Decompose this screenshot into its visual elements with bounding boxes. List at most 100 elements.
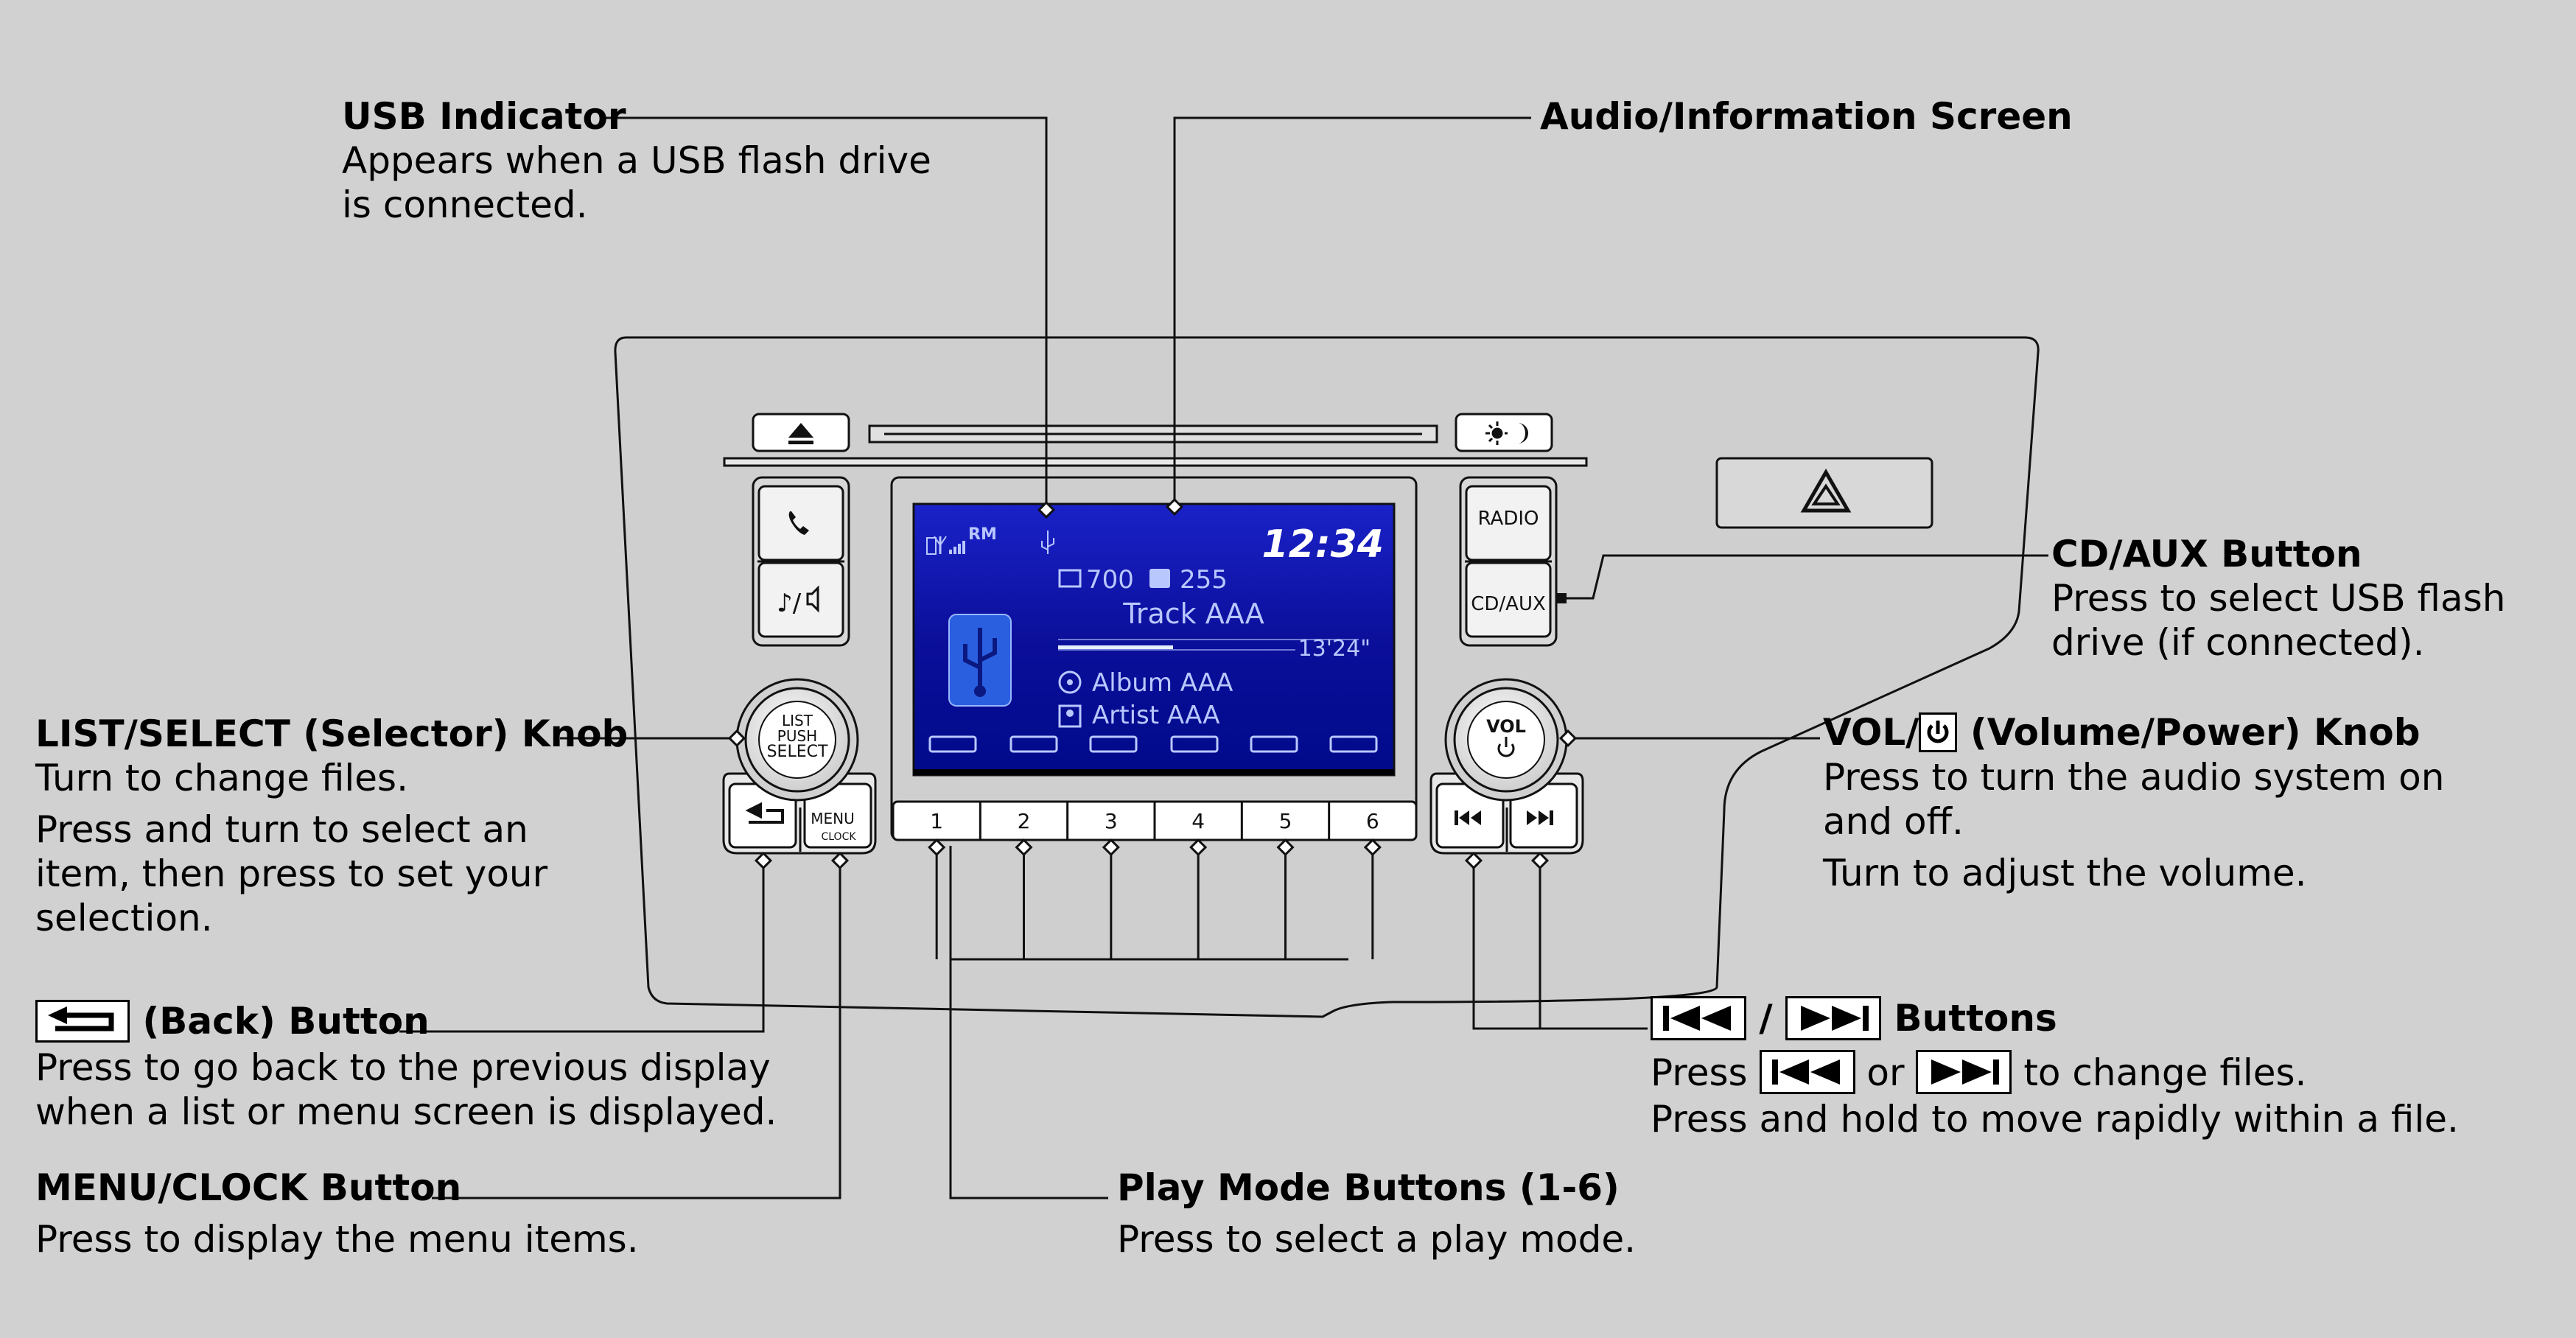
skip-back-symbol-icon	[1663, 1005, 1731, 1031]
skip-desc-tail: to change files.	[2012, 1051, 2307, 1094]
cd-aux-title: CD/AUX Button	[2051, 533, 2362, 575]
radio-button	[1465, 485, 1552, 561]
list-select-desc-3: item, then press to set your	[35, 852, 548, 895]
menu-clock-desc-1: Press to display the menu items.	[35, 1218, 639, 1261]
power-symbol-icon	[1927, 720, 1949, 743]
cd-aux-callout: CD/AUX Button Press to select USB flash …	[2051, 532, 2505, 665]
cd-aux-desc-1: Press to select USB flash	[2051, 577, 2506, 620]
list-select-title: LIST/SELECT (Selector) Knob	[35, 712, 629, 755]
back-symbol-icon	[48, 1006, 114, 1031]
hazard-triangle-icon	[1800, 468, 1852, 513]
radio-label: RADIO	[1478, 508, 1539, 530]
screen-softkeys	[928, 735, 1378, 753]
usb-indicator-title: USB Indicator	[342, 95, 626, 138]
preset-button-1[interactable]: 1	[930, 809, 943, 833]
skip-buttons-callout: / Buttons Press or to change files. Pres…	[1651, 995, 2459, 1141]
clock-label: CLOCK	[821, 831, 856, 843]
usb-indicator-callout: USB Indicator Appears when a USB flash d…	[342, 94, 931, 227]
back-title-suffix: (Back) Button	[130, 1000, 430, 1043]
skip-back-inline-box	[1759, 1050, 1855, 1094]
preset-dot-2	[1015, 838, 1033, 857]
day-night-icon	[1485, 421, 1508, 445]
preset-button-3[interactable]: 3	[1105, 809, 1118, 833]
audio-screen-callout: Audio/Information Screen	[1540, 94, 2073, 139]
folder-icon	[1058, 569, 1082, 588]
list-select-desc-1: Turn to change files.	[35, 757, 408, 799]
menu-clock-callout: MENU/CLOCK Button Press to display the m…	[35, 1166, 639, 1261]
screen-folder-count: 700	[1086, 565, 1134, 595]
screen-album: Album AAA	[1092, 668, 1233, 698]
music-button	[757, 561, 844, 638]
vol-desc-3: Turn to adjust the volume.	[1823, 851, 2307, 894]
back-symbol-box	[35, 999, 130, 1043]
preset-dot-3	[1102, 838, 1120, 857]
skip-desc-or: or	[1855, 1051, 1917, 1094]
screen-clock: 12:34	[1261, 522, 1384, 567]
list-select-callout: LIST/SELECT (Selector) Knob Turn to chan…	[35, 712, 628, 940]
music-mute-icon: ♪/	[777, 585, 819, 618]
screen-track-count: 255	[1180, 565, 1228, 595]
eject-icon	[788, 423, 813, 438]
vol-callout: VOL/ (Volume/Power) Knob Press to turn t…	[1823, 710, 2444, 895]
skip-forward-inline-box	[1916, 1050, 2012, 1094]
audio-screen-title: Audio/Information Screen	[1540, 95, 2073, 138]
leader-lines	[399, 116, 2048, 1199]
preset-button-6[interactable]: 6	[1366, 809, 1379, 833]
preset-button-2[interactable]: 2	[1018, 809, 1031, 833]
preset-button-4[interactable]: 4	[1191, 809, 1205, 833]
cd-aux-label: CD/AUX	[1471, 593, 1546, 615]
play-mode-callout: Play Mode Buttons (1-6) Press to select …	[1117, 1166, 1636, 1261]
list-select-desc-4: selection.	[35, 897, 213, 939]
preset-dot-4	[1189, 838, 1208, 857]
skip-forward-inline-icon	[1931, 1059, 2000, 1085]
play-mode-desc-1: Press to select a play mode.	[1117, 1218, 1637, 1261]
cd-aux-desc-2: drive (if connected).	[2051, 621, 2425, 664]
back-desc-1: Press to go back to the previous display	[35, 1045, 771, 1089]
screen-track: Track AAA	[1122, 598, 1264, 630]
usb-indicator-desc-2: is connected.	[342, 183, 588, 226]
knob-list-label: LIST	[782, 712, 813, 729]
back-desc-2: when a list or menu screen is displayed.	[35, 1090, 777, 1133]
usb-indicator-desc-1: Appears when a USB flash drive	[342, 139, 931, 182]
skip-back-inline-icon	[1771, 1059, 1840, 1085]
menu-label: MENU	[811, 810, 855, 827]
power-icon	[1497, 737, 1515, 757]
artist-icon	[1058, 704, 1082, 728]
play-mode-title: Play Mode Buttons (1-6)	[1117, 1166, 1620, 1209]
preset-button-5[interactable]: 5	[1279, 809, 1292, 833]
vol-label: VOL	[1486, 716, 1526, 737]
preset-dot-5	[1276, 838, 1295, 857]
skip-desc-press: Press	[1651, 1051, 1760, 1094]
menu-clock-title: MENU/CLOCK Button	[35, 1166, 462, 1209]
hazard-button	[1715, 457, 1933, 529]
power-symbol-box	[1919, 712, 1958, 752]
screen-status-bar	[926, 536, 965, 555]
back-icon	[745, 802, 784, 824]
screen-time: 13'24"	[1298, 636, 1371, 662]
vol-desc-1: Press to turn the audio system on	[1823, 755, 2445, 799]
vol-desc-2: and off.	[1823, 799, 1964, 843]
leader-dots	[727, 497, 1578, 870]
album-icon	[1058, 670, 1082, 694]
cd-aux-button	[1465, 561, 1552, 638]
screen-progress-fill	[1058, 645, 1173, 651]
note-icon	[1149, 569, 1170, 588]
preset-dot-1	[928, 838, 946, 857]
phone-button	[757, 485, 844, 561]
knob-push-label: PUSH	[777, 727, 817, 745]
screen-artist: Artist AAA	[1092, 701, 1220, 730]
screen-band: RM	[968, 525, 997, 544]
skip-forward-symbol-icon	[1801, 1005, 1869, 1031]
preset-dot-6	[1363, 838, 1382, 857]
svg-text:♪/: ♪/	[777, 589, 802, 618]
skip-forward-symbol-box	[1785, 995, 1882, 1040]
vol-title-prefix: VOL/	[1823, 711, 1919, 754]
back-button-callout: (Back) Button Press to go back to the pr…	[35, 999, 777, 1134]
list-select-desc-2: Press and turn to select an	[35, 808, 528, 851]
skip-back-icon	[1455, 810, 1481, 825]
vol-title-suffix: (Volume/Power) Knob	[1957, 711, 2421, 754]
screen-usb-indicator-icon	[1041, 530, 1054, 554]
skip-back-symbol-box	[1651, 995, 1746, 1040]
